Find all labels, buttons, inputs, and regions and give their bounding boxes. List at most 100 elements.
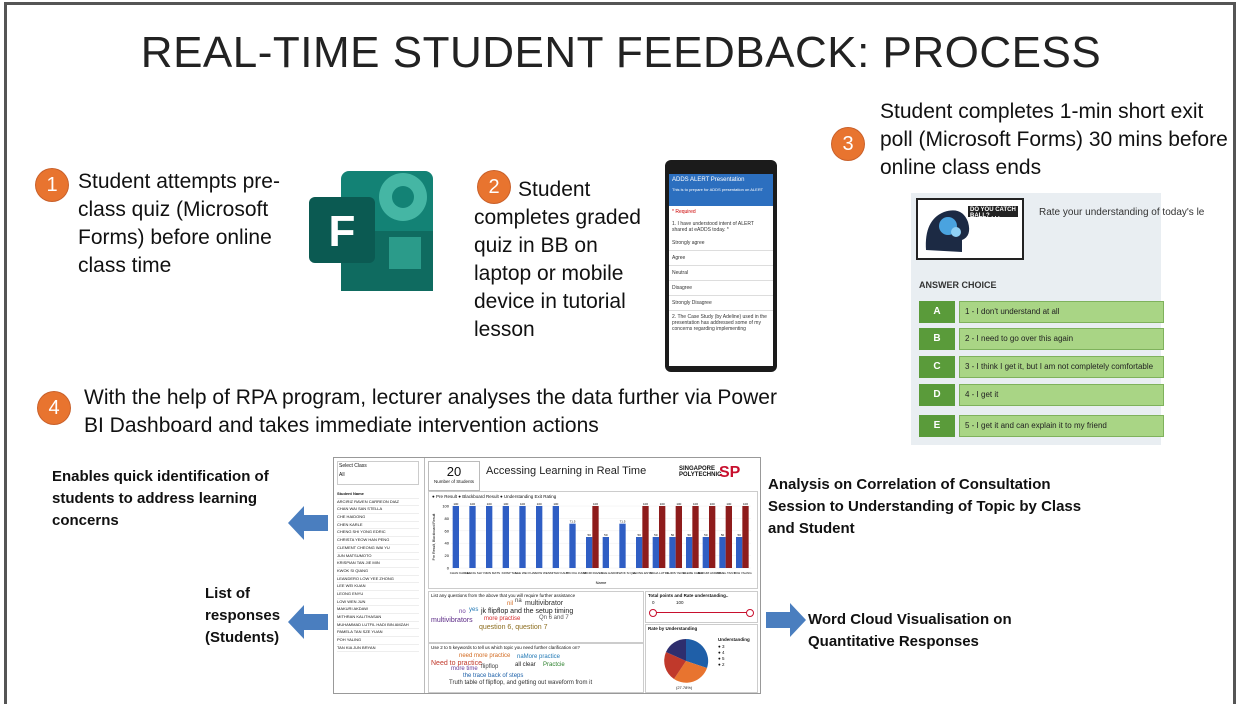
student-row[interactable]: MAKURI AKDAW xyxy=(337,606,419,614)
wc-word: nil xyxy=(507,601,514,607)
bar[interactable] xyxy=(686,537,693,568)
data-label: 100 xyxy=(643,502,648,506)
bar[interactable] xyxy=(675,506,682,568)
callout-identification: Enables quick identification of students… xyxy=(52,468,269,529)
student-row[interactable]: CHEN KARLE xyxy=(337,522,419,530)
bar[interactable] xyxy=(536,506,543,568)
student-row[interactable]: LEONG ENYU xyxy=(337,591,419,599)
student-row[interactable]: JUN MATSUMOTO xyxy=(337,553,419,561)
poll-option-key: A xyxy=(919,301,955,323)
wordcloud-questions-title: List any questions from the above that y… xyxy=(431,593,576,598)
data-label: 100 xyxy=(453,502,458,506)
pie-key: 2 xyxy=(721,662,725,667)
bar[interactable] xyxy=(602,537,609,568)
arrow-left-icon xyxy=(288,506,328,540)
data-label: 100 xyxy=(593,502,598,506)
bar[interactable] xyxy=(569,523,576,568)
bar[interactable] xyxy=(742,506,749,568)
student-row[interactable]: LOW WEN JUN xyxy=(337,599,419,607)
slider-handle-min[interactable] xyxy=(649,609,657,617)
bar[interactable] xyxy=(642,506,649,568)
x-tick-label: KRISP TAN xyxy=(502,571,518,575)
pie-key: 4 xyxy=(721,650,725,655)
x-tick-label: CHENG SHI YO xyxy=(465,571,487,575)
student-row[interactable]: CLEMENT CHEONG WAI YU xyxy=(337,545,419,553)
pie-key: 5 xyxy=(721,656,725,661)
poll-question: Rate your understanding of today's le xyxy=(1039,207,1205,218)
y-tick-label: 60 xyxy=(445,528,450,533)
step-3-badge: 3 xyxy=(832,128,864,160)
bar[interactable] xyxy=(709,506,716,568)
student-row[interactable]: LEANDERO LOW YEE ZHONG xyxy=(337,576,419,584)
student-row[interactable]: CHRISTA YEOW HAN PENG xyxy=(337,537,419,545)
data-label: 71.5 xyxy=(570,520,576,524)
slider-handle-max[interactable] xyxy=(746,609,754,617)
bar[interactable] xyxy=(552,506,559,568)
student-row[interactable]: LEE WEI KUAN xyxy=(337,583,419,591)
bar[interactable] xyxy=(725,506,732,568)
x-axis-label: Name xyxy=(596,580,607,585)
wc-word: no xyxy=(459,609,466,615)
wc-word: more time xyxy=(451,666,478,672)
pie-label: (27.78%) xyxy=(676,685,693,690)
student-row[interactable]: MUHAMMAD LUTFIL HADI BIN AMZAH xyxy=(337,622,419,630)
student-row[interactable]: CHAN WAI SAN STELLA xyxy=(337,506,419,515)
x-tick-label: ARCIR RAVEN xyxy=(583,571,603,575)
student-row[interactable]: KWOK SI QIANG xyxy=(337,568,419,576)
pie-legend-item: ● 5 xyxy=(718,656,725,661)
data-label: 50 xyxy=(721,533,725,537)
phone-option[interactable]: Disagree xyxy=(669,281,773,296)
data-label: 50 xyxy=(637,533,641,537)
bar[interactable] xyxy=(502,506,509,568)
student-row[interactable]: PAMELA TAN SZE YUAN xyxy=(337,629,419,638)
wc-word: Truth table of flipflop, and getting out… xyxy=(449,680,593,686)
bar[interactable] xyxy=(592,506,599,568)
exit-poll-card: DO YOU CATCH BALL? . . . Rate your under… xyxy=(911,193,1204,445)
data-label: 71.5 xyxy=(620,520,626,524)
data-label: 100 xyxy=(693,502,698,506)
bar[interactable] xyxy=(659,506,666,568)
wc-word: Need to practice xyxy=(431,660,482,667)
bar[interactable] xyxy=(469,506,476,568)
poll-option-key: C xyxy=(919,356,955,378)
bar[interactable] xyxy=(452,506,459,568)
student-row[interactable]: POH YALING xyxy=(337,637,419,645)
bar[interactable] xyxy=(736,537,743,568)
bar[interactable] xyxy=(692,506,699,568)
data-label: 100 xyxy=(676,502,681,506)
bar[interactable] xyxy=(586,537,593,568)
x-tick-label: CHE HAIDO xyxy=(601,571,618,575)
student-row[interactable]: CHE HAIDONG xyxy=(337,514,419,522)
student-row[interactable]: KRISPIAN TAN JIE MIN xyxy=(337,560,419,568)
bar[interactable] xyxy=(652,537,659,568)
bar[interactable] xyxy=(702,537,709,568)
dashboard-sidebar: Select Class All Student Name ARCIRIZ RA… xyxy=(334,458,425,693)
data-label: 100 xyxy=(503,502,508,506)
phone-option[interactable]: Strongly Disagree xyxy=(669,296,773,311)
bar[interactable] xyxy=(669,537,676,568)
svg-text:F: F xyxy=(329,207,356,256)
phone-option[interactable]: Agree xyxy=(669,251,773,266)
power-bi-dashboard: Select Class All Student Name ARCIRIZ RA… xyxy=(333,457,761,694)
bar[interactable] xyxy=(519,506,526,568)
student-row[interactable]: TAN KIA JUN BRYAN xyxy=(337,645,419,653)
bar[interactable] xyxy=(719,537,726,568)
step-3-text: Student completes 1-min short exit poll … xyxy=(880,100,1228,179)
step-2-badge: 2 xyxy=(478,171,510,203)
data-label: 50 xyxy=(687,533,691,537)
student-count-value: 20 xyxy=(446,464,462,479)
phone-option[interactable]: Neutral xyxy=(669,266,773,281)
bar[interactable] xyxy=(636,537,643,568)
student-count-card: 20 Number of Students xyxy=(428,461,480,491)
x-tick-label: MUHA LUTFIL xyxy=(650,571,670,575)
select-class-dropdown[interactable]: Select Class All xyxy=(337,461,419,485)
x-tick-label: TAN KIA JUN B xyxy=(566,571,587,575)
phone-option[interactable]: Strongly agree xyxy=(669,236,773,251)
slider-track[interactable] xyxy=(652,612,750,613)
bar[interactable] xyxy=(619,523,626,568)
student-row[interactable]: CHENG SHI YONG EDRIC xyxy=(337,529,419,538)
brain-icon xyxy=(918,200,1022,258)
student-row[interactable]: MITHRAN KALITHASAN xyxy=(337,614,419,622)
bar[interactable] xyxy=(486,506,493,568)
student-row[interactable]: ARCIRIZ RAVEN CARREON DIAZ xyxy=(337,499,419,507)
